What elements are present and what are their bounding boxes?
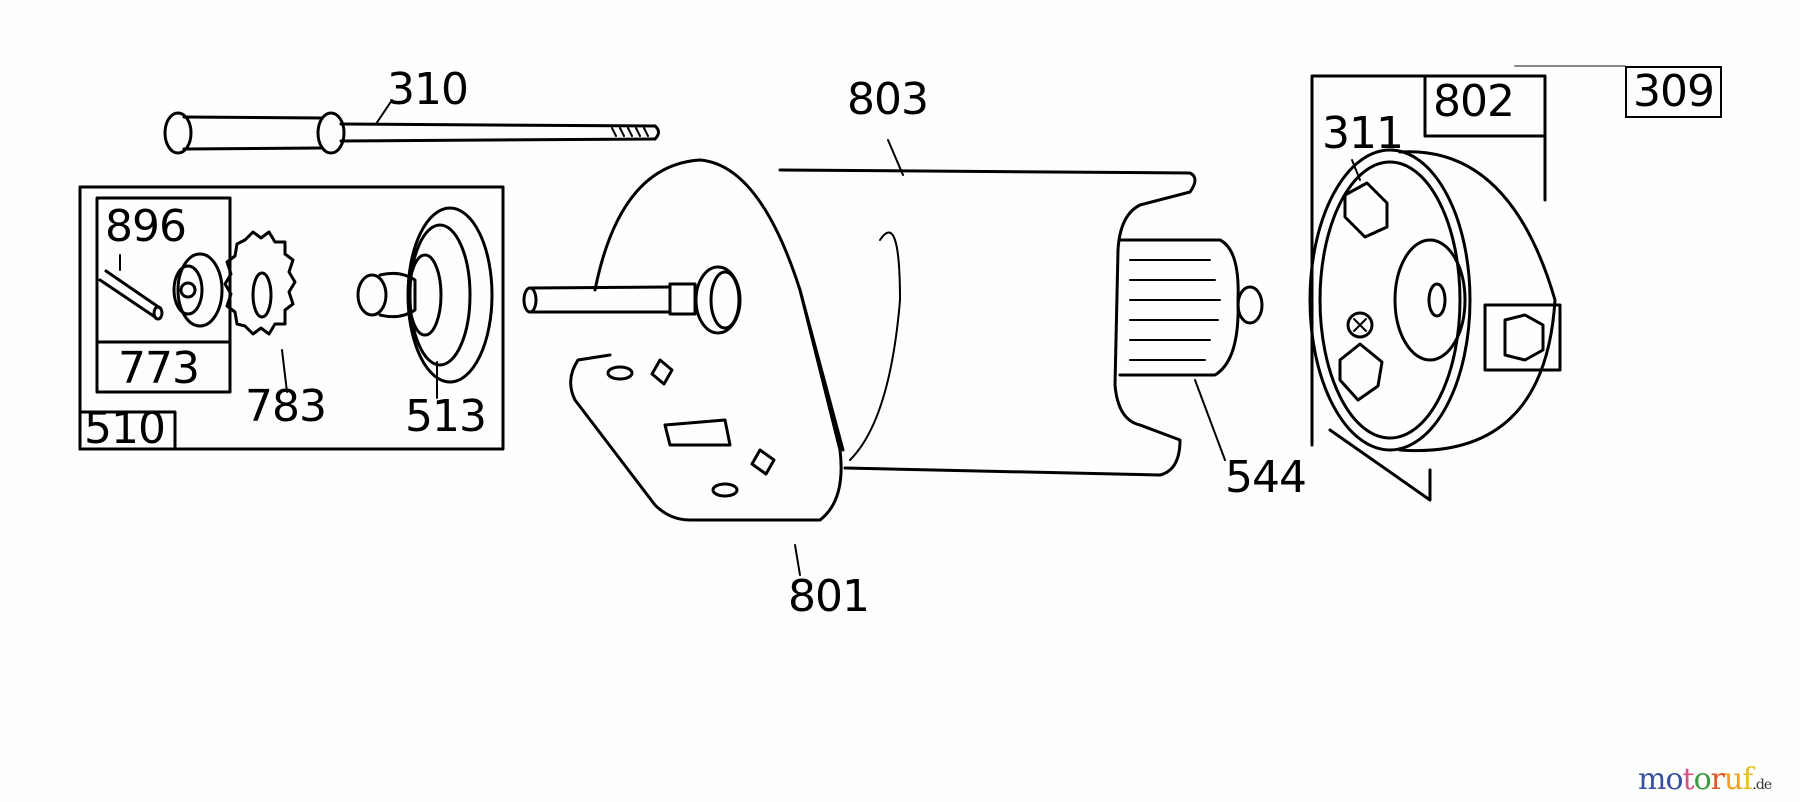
logo-letter: r bbox=[1710, 762, 1725, 797]
drive-end-plate-801 bbox=[569, 158, 845, 576]
callout-544: 544 bbox=[1225, 452, 1307, 503]
armature-544 bbox=[1118, 238, 1264, 461]
through-bolt-310 bbox=[163, 99, 660, 155]
callout-510: 510 bbox=[84, 403, 166, 454]
callout-896: 896 bbox=[105, 201, 187, 252]
callout-309: 309 bbox=[1625, 66, 1722, 118]
pinion-gear-783 bbox=[223, 230, 297, 393]
callout-513: 513 bbox=[405, 391, 487, 442]
logo-letter: t bbox=[1682, 762, 1695, 797]
motoruf-watermark-logo: motoruf.de bbox=[1638, 762, 1772, 797]
armature-shaft bbox=[522, 265, 742, 335]
logo-letter: m bbox=[1638, 762, 1666, 797]
drive-kit-frame bbox=[78, 185, 505, 451]
callout-801: 801 bbox=[788, 571, 870, 622]
end-cap-assembly bbox=[1308, 148, 1562, 502]
helix-drive-513 bbox=[356, 206, 494, 399]
callout-802: 802 bbox=[1427, 78, 1520, 126]
logo-tld: .de bbox=[1752, 777, 1772, 793]
starter-housing-803 bbox=[778, 139, 1197, 477]
logo-letter: f bbox=[1742, 762, 1753, 797]
roll-pin-896 bbox=[98, 252, 224, 328]
logo-letter: o bbox=[1693, 762, 1712, 797]
callout-311: 311 bbox=[1322, 108, 1404, 159]
callout-783: 783 bbox=[245, 381, 327, 432]
callout-773: 773 bbox=[118, 343, 200, 394]
logo-letter: o bbox=[1665, 762, 1683, 797]
logo-letter: u bbox=[1723, 762, 1743, 797]
callout-803: 803 bbox=[847, 74, 929, 125]
callout-310: 310 bbox=[387, 64, 469, 115]
